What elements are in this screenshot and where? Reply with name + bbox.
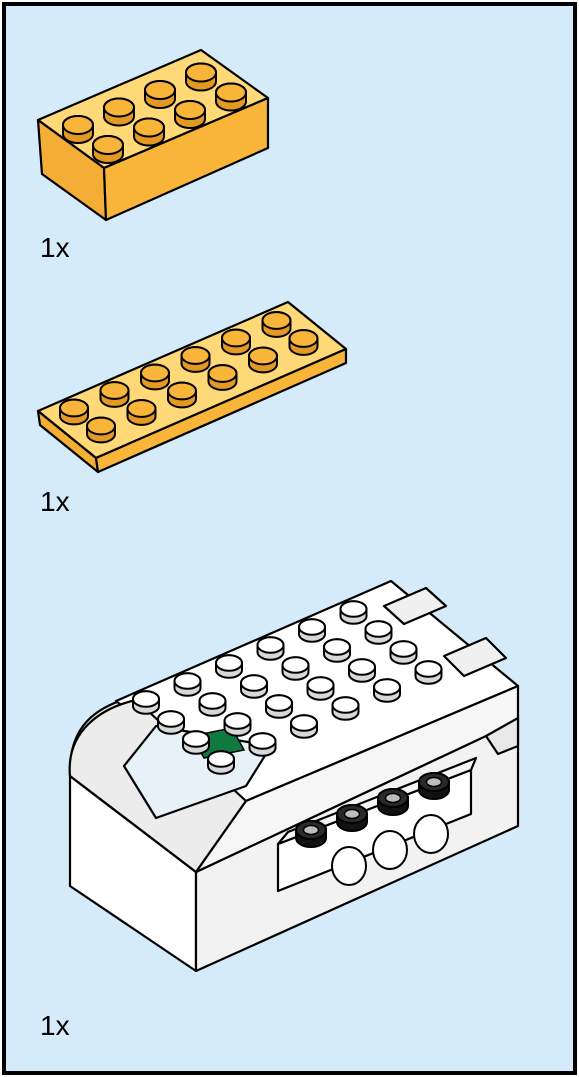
smarthub-icon [6,6,577,1075]
part-quantity: 1x [40,1012,70,1040]
